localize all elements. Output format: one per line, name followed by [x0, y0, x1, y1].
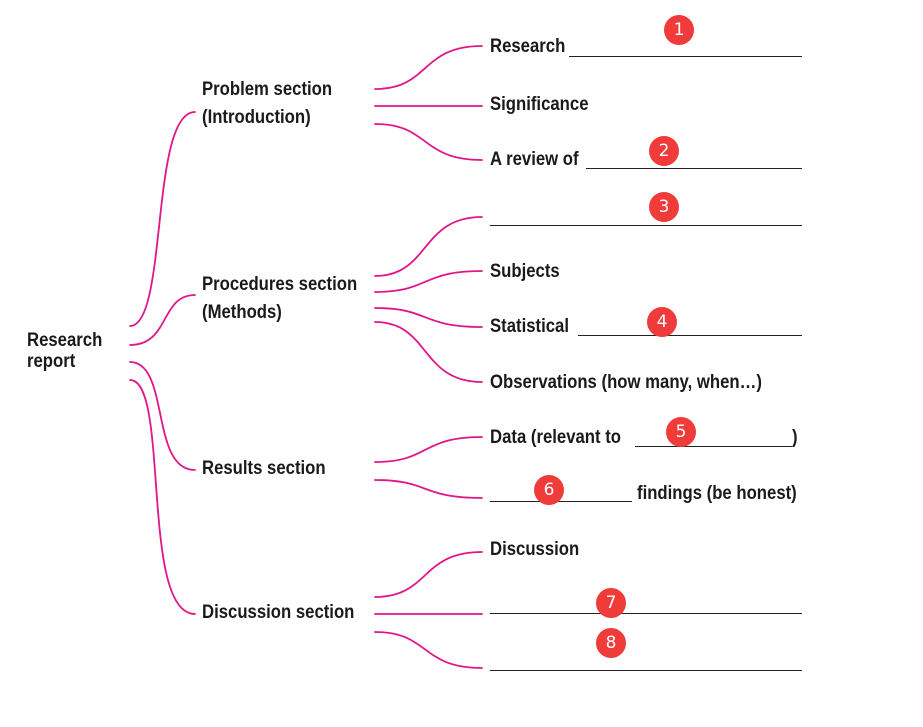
problem-section-subtitle: (Introduction) [202, 107, 311, 128]
problem-section-label: Problem section (Introduction) [202, 76, 332, 132]
blank-discussion-first [490, 613, 802, 614]
item-research: Research [490, 33, 565, 61]
root-label: Research report [27, 330, 102, 372]
item-subjects: Subjects [490, 258, 560, 286]
item-observations: Observations (how many, when…) [490, 369, 762, 397]
connector-results-findings [374, 479, 483, 499]
connector-results-data [374, 436, 483, 463]
item-findings-label: findings (be honest) [637, 483, 797, 504]
connector-problem-research [374, 45, 483, 90]
badge-5: 5 [666, 417, 696, 447]
connector-root-results [129, 361, 196, 471]
connector-root-discussion [129, 379, 196, 615]
item-statistical-label: Statistical [490, 316, 569, 337]
procedures-section-title: Procedures section [202, 274, 358, 295]
item-statistical: Statistical [490, 313, 569, 341]
item-data: Data (relevant to [490, 424, 621, 452]
connector-procedures-observations [374, 321, 483, 383]
blank-review [586, 168, 802, 169]
badge-6: 6 [534, 475, 564, 505]
badge-1: 1 [664, 15, 694, 45]
badge-4: 4 [647, 307, 677, 337]
connector-discussion-blank2 [374, 631, 483, 669]
item-findings: findings (be honest) [637, 480, 797, 508]
blank-discussion-second [490, 670, 802, 671]
item-research-label: Research [490, 36, 566, 57]
item-discussion: Discussion [490, 536, 579, 564]
results-section-title: Results section [202, 458, 326, 479]
discussion-section-label: Discussion section [202, 599, 354, 627]
item-data-suffix: ) [792, 424, 798, 452]
item-review-label: A review of [490, 149, 579, 170]
badge-7: 7 [596, 588, 626, 618]
discussion-section-title: Discussion section [202, 602, 355, 623]
connector-procedures-blank [374, 216, 483, 277]
connector-problem-review [374, 123, 483, 161]
root-label-line2: report [27, 351, 76, 372]
connector-root-procedures [129, 294, 196, 346]
item-subjects-label: Subjects [490, 261, 560, 282]
procedures-section-label: Procedures section (Methods) [202, 271, 357, 327]
item-significance-label: Significance [490, 94, 589, 115]
badge-2: 2 [649, 136, 679, 166]
item-discussion-label: Discussion [490, 539, 580, 560]
badge-3: 3 [649, 192, 679, 222]
blank-procedures-first [490, 225, 802, 226]
item-data-closing-paren: ) [792, 427, 798, 448]
item-observations-label: Observations (how many, when…) [490, 372, 762, 393]
procedures-section-subtitle: (Methods) [202, 302, 282, 323]
blank-data [635, 446, 792, 447]
connector-discussion-discussion [374, 551, 483, 598]
root-label-line1: Research [27, 330, 103, 351]
item-significance: Significance [490, 91, 588, 119]
connector-lines [129, 45, 483, 669]
results-section-label: Results section [202, 455, 326, 483]
blank-findings [490, 501, 632, 502]
blank-statistical [578, 335, 802, 336]
connector-procedures-subjects [374, 270, 483, 293]
connector-root-problem [129, 111, 196, 327]
connector-procedures-statistical [374, 307, 483, 328]
blank-research [569, 56, 802, 57]
item-data-label: Data (relevant to [490, 427, 622, 448]
badge-8: 8 [596, 628, 626, 658]
problem-section-title: Problem section [202, 79, 333, 100]
item-review: A review of [490, 146, 579, 174]
